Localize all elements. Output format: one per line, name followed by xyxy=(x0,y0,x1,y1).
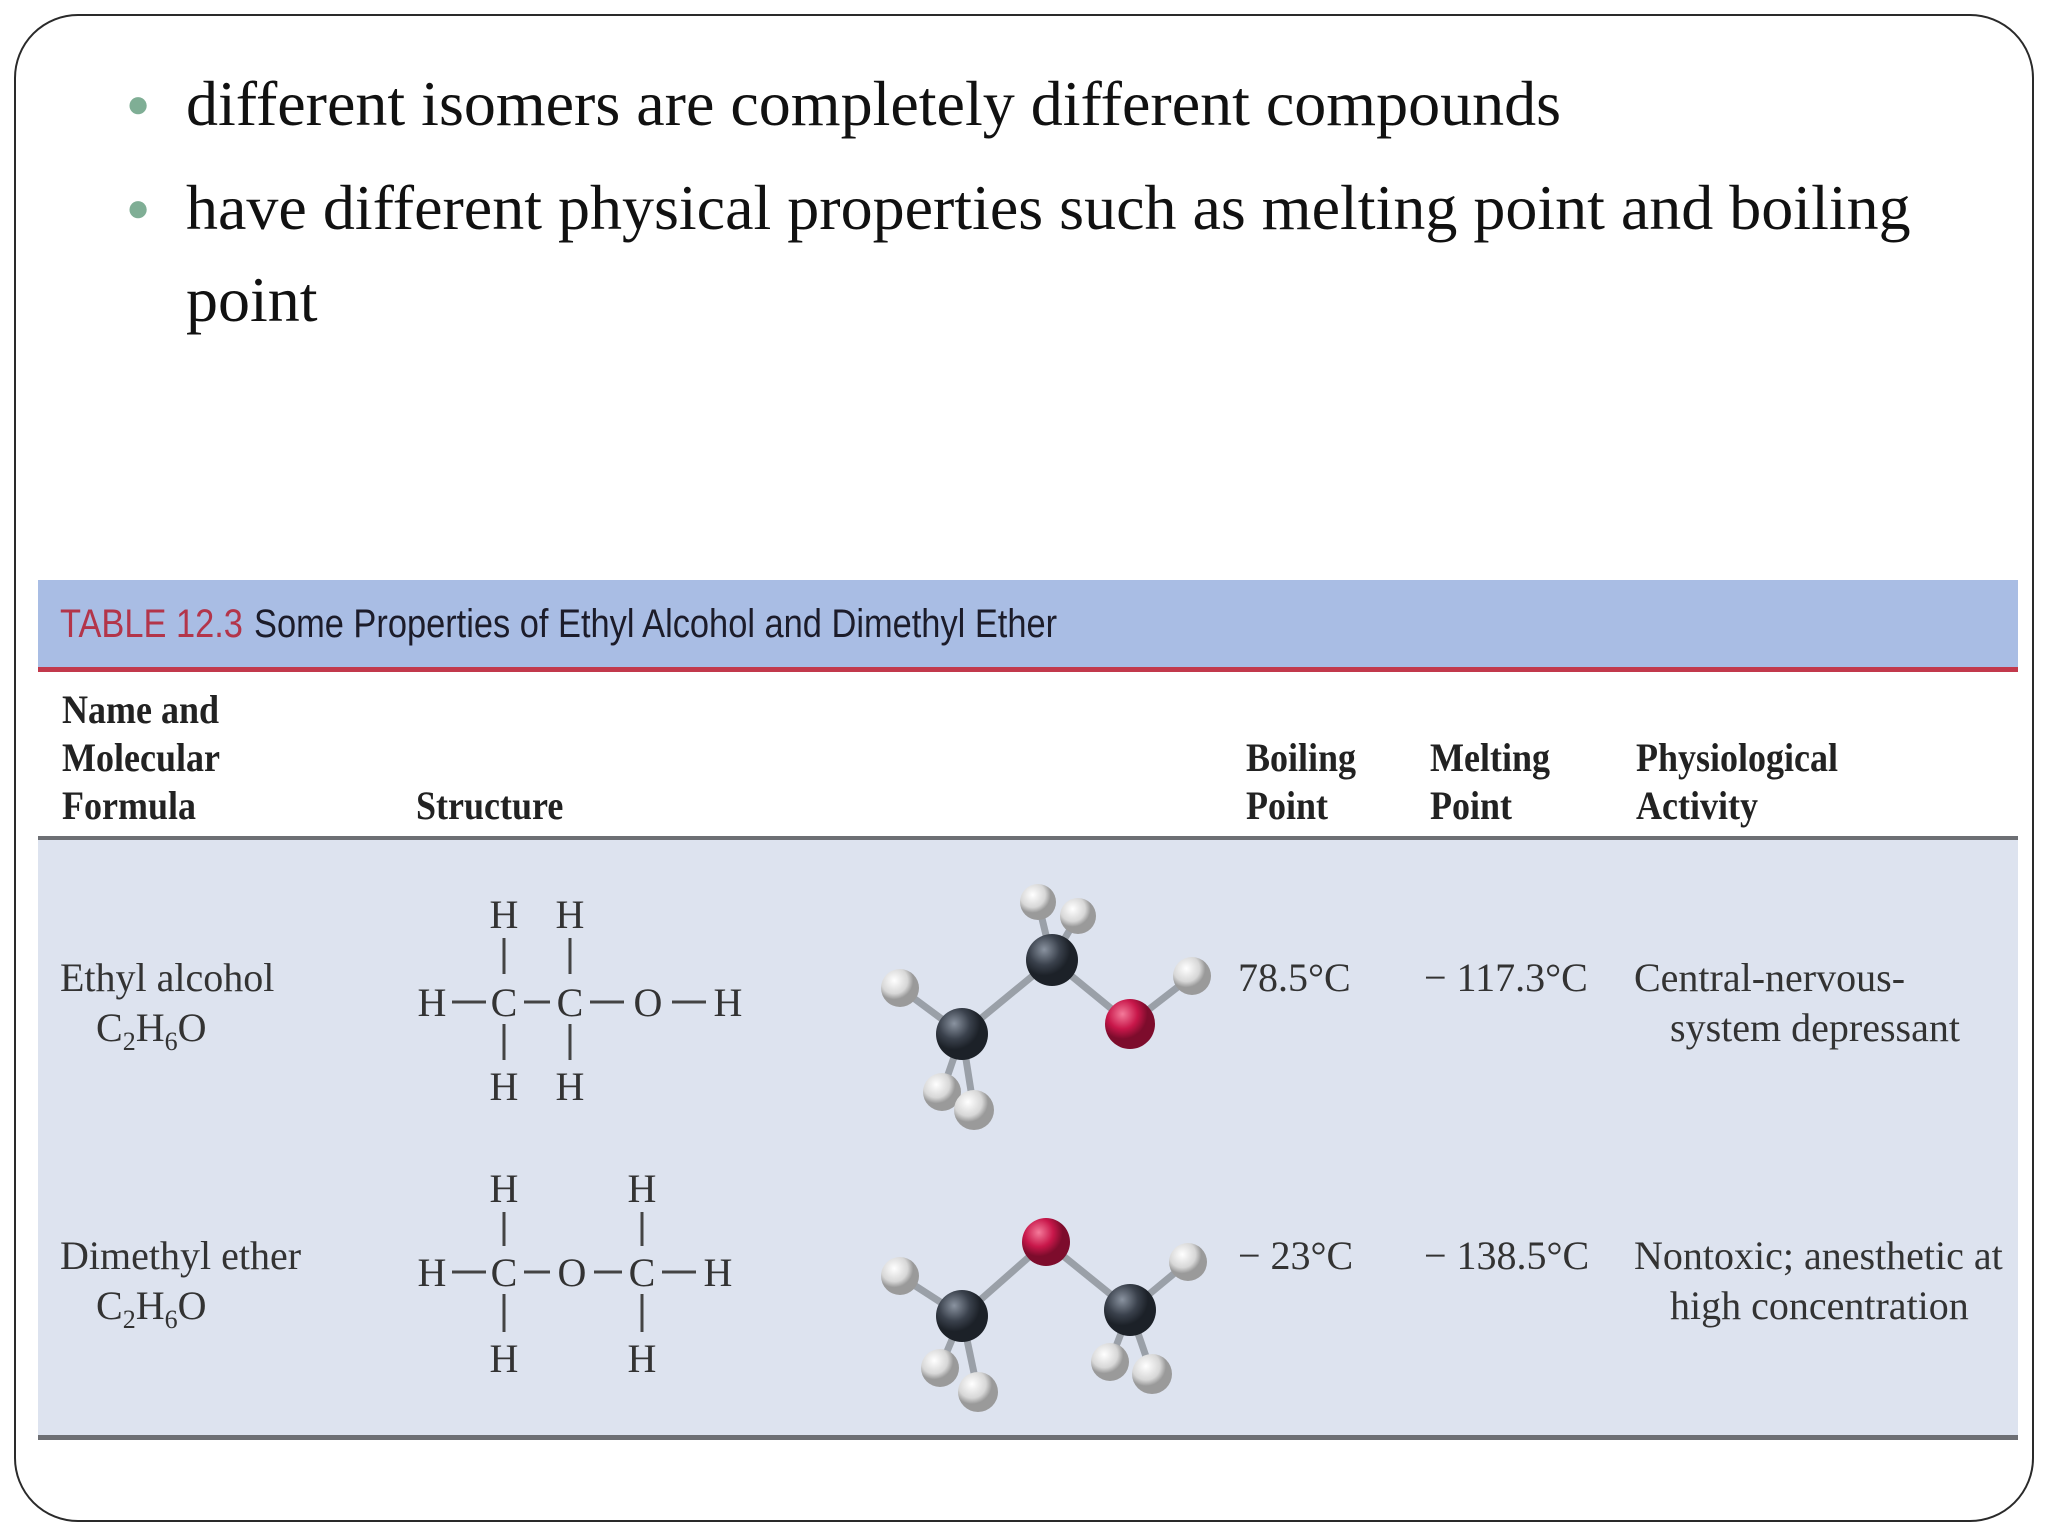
svg-text:O: O xyxy=(558,1250,587,1295)
row-activity-line: high concentration xyxy=(1670,1283,1969,1328)
svg-text:C: C xyxy=(557,980,584,1025)
svg-text:C: C xyxy=(491,1250,518,1295)
svg-text:H: H xyxy=(714,980,743,1025)
row-activity-line: Nontoxic; anesthetic at xyxy=(1634,1233,2003,1278)
bullet-item: ● have different physical properties suc… xyxy=(120,162,1980,346)
header-name-line: Molecular xyxy=(62,735,220,780)
row-formula: C2H6O xyxy=(96,1283,207,1334)
svg-text:H: H xyxy=(490,892,519,937)
row-name: Ethyl alcohol xyxy=(60,955,275,1000)
svg-text:H: H xyxy=(556,1064,585,1108)
table-caption-bar: TABLE 12.3 Some Properties of Ethyl Alco… xyxy=(38,580,2018,672)
svg-text:H: H xyxy=(490,1336,519,1381)
svg-text:H: H xyxy=(704,1250,733,1295)
row-melting-point: − 138.5°C xyxy=(1424,1233,1590,1278)
row-melting-point: − 117.3°C xyxy=(1424,955,1588,1000)
svg-text:C: C xyxy=(629,1250,656,1295)
header-melting-line: Point xyxy=(1430,783,1513,828)
properties-table: TABLE 12.3 Some Properties of Ethyl Alco… xyxy=(38,580,2018,1446)
bullet-text: different isomers are completely differe… xyxy=(186,68,1561,139)
svg-text:H: H xyxy=(418,1250,447,1295)
slide-frame xyxy=(14,14,2034,1522)
svg-text:H: H xyxy=(490,1064,519,1108)
table-number: TABLE 12.3 xyxy=(60,602,243,646)
header-boiling-line: Boiling xyxy=(1246,735,1357,780)
ethanol-ball-stick-model xyxy=(881,884,1211,1130)
row-boiling-point: − 23°C xyxy=(1238,1233,1354,1278)
svg-text:O: O xyxy=(634,980,663,1025)
header-activity-line: Physiological xyxy=(1636,735,1839,780)
header-activity: Physiological Activity xyxy=(1636,734,1838,830)
svg-text:C: C xyxy=(491,980,518,1025)
row-boiling-point: 78.5°C xyxy=(1238,955,1351,1000)
svg-text:H: H xyxy=(418,980,447,1025)
row-activity-line: Central-nervous- xyxy=(1634,955,1906,1000)
svg-text:H: H xyxy=(628,1336,657,1381)
table-title: Some Properties of Ethyl Alcohol and Dim… xyxy=(254,602,1058,646)
row-activity-line: system depressant xyxy=(1670,1005,1960,1050)
header-boiling-line: Point xyxy=(1246,783,1329,828)
header-melting-line: Melting xyxy=(1430,735,1550,780)
dimethyl-ether-ball-stick-model xyxy=(881,1218,1207,1412)
row-formula: C2H6O xyxy=(96,1005,207,1056)
svg-text:H: H xyxy=(628,1166,657,1211)
header-name: Name and Molecular Formula xyxy=(62,686,220,830)
header-boiling: Boiling Point xyxy=(1246,734,1356,830)
header-name-line: Formula xyxy=(62,783,196,828)
table-header: Name and Molecular Formula Structure Boi… xyxy=(38,672,2018,840)
header-name-line: Name and xyxy=(62,687,220,732)
svg-text:H: H xyxy=(556,892,585,937)
bullet-dot-icon: ● xyxy=(126,81,151,126)
header-structure: Structure xyxy=(416,783,564,828)
svg-text:H: H xyxy=(490,1166,519,1211)
bullet-text: have different physical properties such … xyxy=(186,172,1911,335)
bullet-list: ● different isomers are completely diffe… xyxy=(120,58,1980,358)
row-name: Dimethyl ether xyxy=(60,1233,302,1278)
header-melting: Melting Point xyxy=(1430,734,1550,830)
bullet-item: ● different isomers are completely diffe… xyxy=(120,58,1980,150)
bullet-dot-icon: ● xyxy=(126,185,151,230)
header-activity-line: Activity xyxy=(1636,783,1758,828)
